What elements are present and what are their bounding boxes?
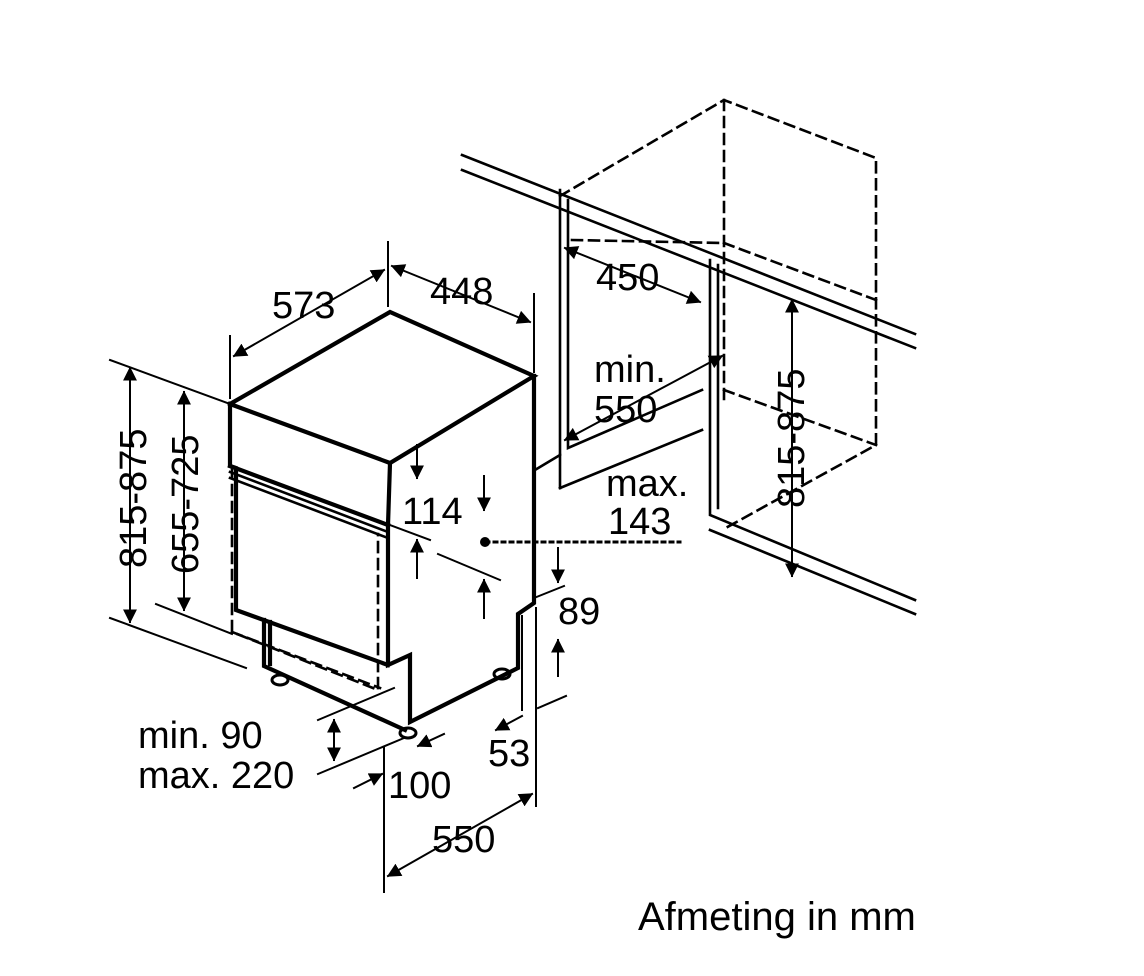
kitchen-cabinet-outline — [460, 153, 917, 616]
label-815-875-left: 815-875 — [113, 429, 155, 568]
label-655-725-left: 655-725 — [165, 435, 207, 574]
label-573: 573 — [272, 285, 335, 327]
label-min-90: min. 90 — [138, 715, 263, 757]
label-min-550: 550 — [594, 389, 657, 431]
dishwasher-feet — [270, 667, 512, 740]
label-min: min. — [594, 349, 666, 391]
label-114: 114 — [402, 491, 463, 533]
niche-dashed-box — [558, 98, 878, 532]
label-448: 448 — [430, 271, 493, 313]
label-max-220: max. 220 — [138, 755, 294, 797]
label-max: max. — [606, 463, 688, 505]
dimension-lines — [108, 241, 799, 893]
caption-afmeting: Afmeting in mm — [638, 895, 916, 939]
label-550-bottom: 550 — [432, 819, 495, 861]
dishwasher-box — [227, 309, 539, 733]
label-89: 89 — [558, 591, 600, 633]
label-100: 100 — [388, 765, 451, 807]
label-815-875-right: 815-875 — [771, 369, 813, 508]
label-53: 53 — [488, 733, 530, 775]
label-max-143: 143 — [608, 501, 671, 543]
label-450: 450 — [596, 257, 659, 299]
